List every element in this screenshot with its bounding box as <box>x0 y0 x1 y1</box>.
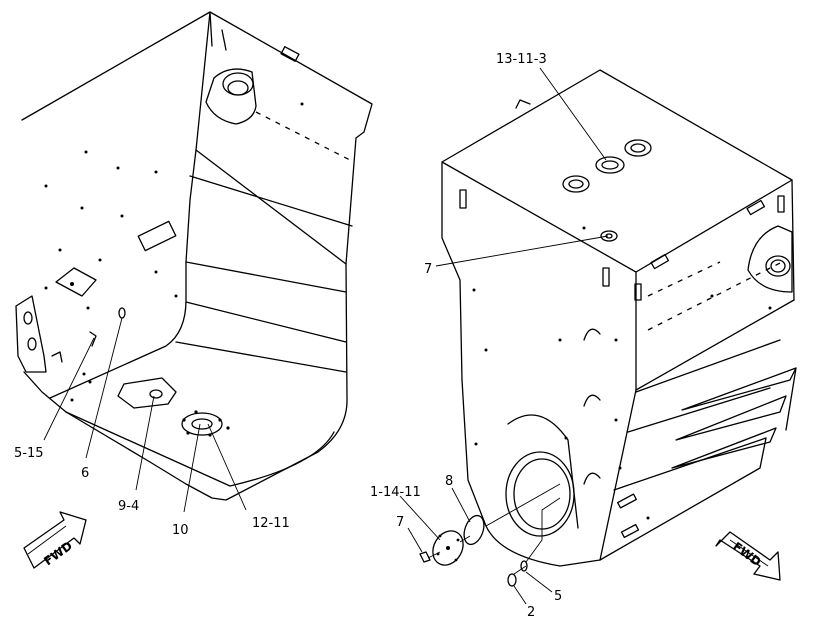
callout-6: 6 <box>81 466 89 481</box>
right-tank-exterior <box>441 69 797 567</box>
callout-13-11-3: 13-11-3 <box>496 52 547 67</box>
callout-5-15: 5-15 <box>14 446 44 461</box>
callout-10: 10 <box>172 523 189 538</box>
left-leader-lines <box>43 317 247 513</box>
fwd-arrow-icon: FWD <box>715 531 781 581</box>
callout-5: 5 <box>554 589 562 604</box>
callout-2: 2 <box>527 605 535 620</box>
callout-8: 8 <box>445 474 453 489</box>
right-leader-lines <box>399 67 609 605</box>
exploded-parts <box>419 483 561 587</box>
fwd-arrow-icon: FWD <box>23 511 87 569</box>
callout-12-11: 12-11 <box>252 516 290 531</box>
callout-7-top: 7 <box>424 262 432 277</box>
callout-7-bottom: 7 <box>396 515 404 530</box>
callout-1-14-11: 1-14-11 <box>370 485 421 500</box>
left-tank-cutaway <box>15 11 373 501</box>
callout-9-4: 9-4 <box>118 499 139 514</box>
callout-labels: 5-15 6 9-4 10 12-11 13-11-3 7 8 1-14-11 … <box>14 52 562 620</box>
